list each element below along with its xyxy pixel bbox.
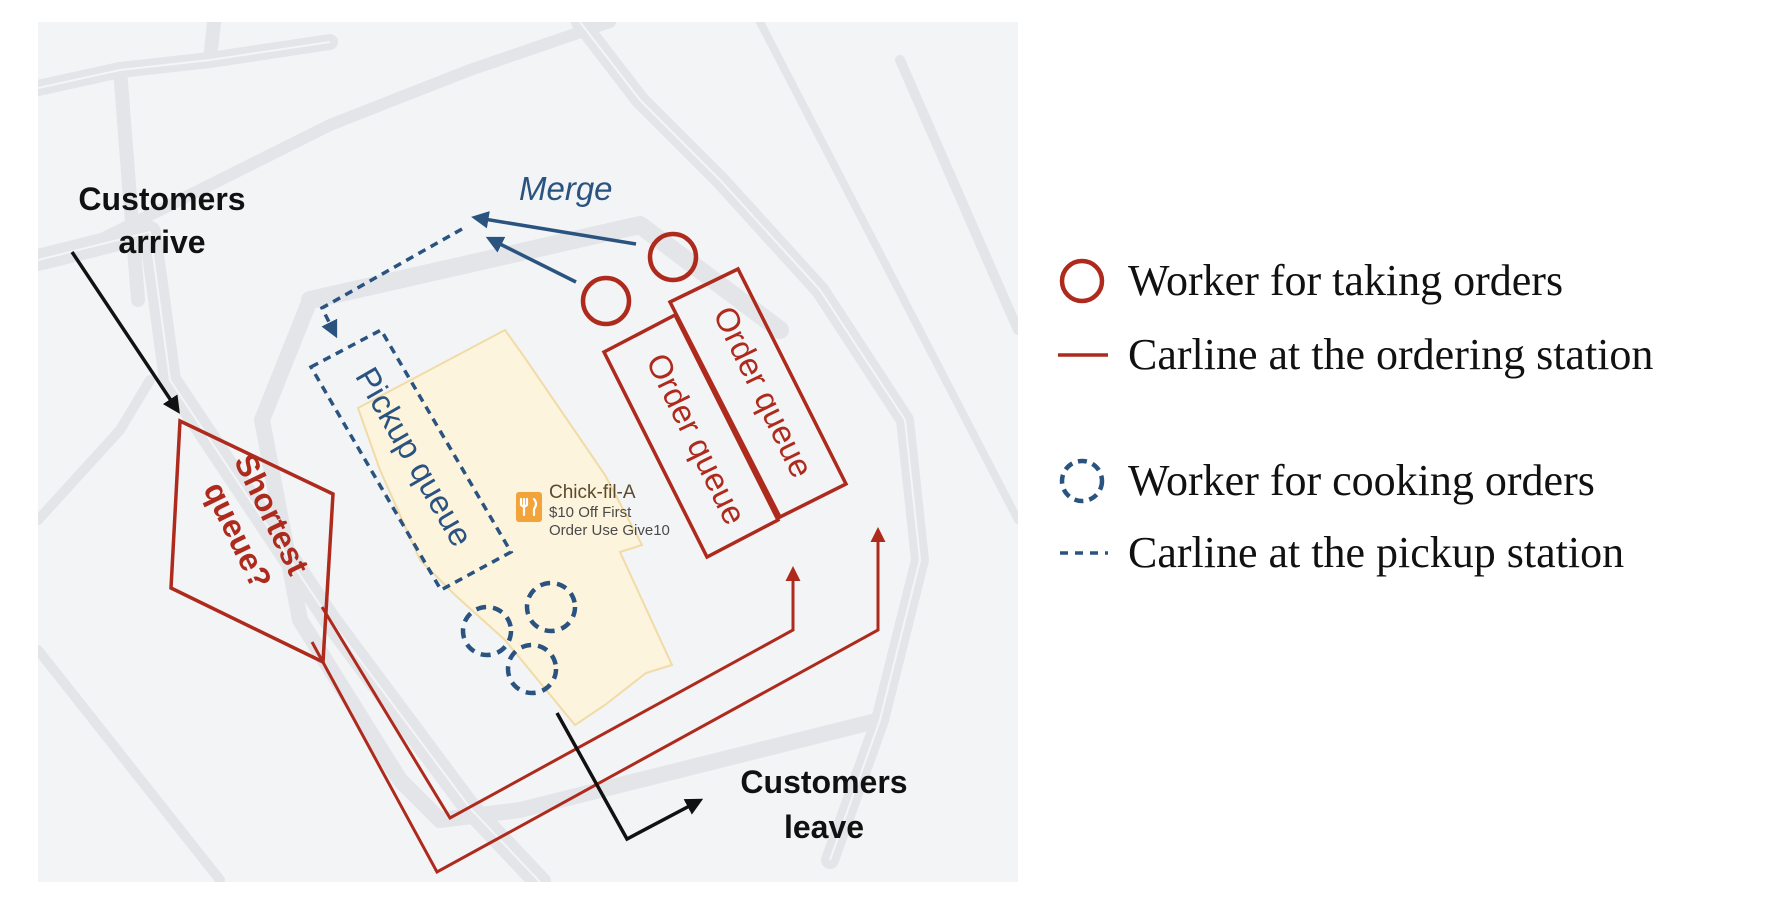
road-network xyxy=(38,22,1018,882)
leave-label-line2: leave xyxy=(784,809,864,845)
legend-item-order-carline: Carline at the ordering station xyxy=(1128,330,1653,379)
legend-item-order-worker: Worker for taking orders xyxy=(1128,256,1563,305)
legend-item-cook-worker: Worker for cooking orders xyxy=(1128,456,1595,505)
lane-to-order-queue-inner xyxy=(320,566,801,821)
map-background: Chick-fil-A $10 Off First Order Use Give… xyxy=(38,22,1018,882)
cooking-workers xyxy=(460,580,578,696)
order-queue-box-1 xyxy=(601,312,781,560)
leave-label-line1: Customers xyxy=(740,764,907,800)
promo-line-2: Order Use Give10 xyxy=(549,522,670,539)
restaurant-fork-knife-icon xyxy=(516,492,542,522)
arrive-label-line2: arrive xyxy=(118,224,205,260)
decision-diamond xyxy=(169,418,335,665)
merge-arrow-1 xyxy=(471,211,637,246)
order-worker-circle-2 xyxy=(580,275,632,327)
cook-worker-circle-2 xyxy=(524,580,578,634)
order-worker-circle-1 xyxy=(647,231,699,283)
restaurant-poi[interactable]: Chick-fil-A $10 Off First Order Use Give… xyxy=(516,482,670,539)
arrive-arrow xyxy=(70,251,180,414)
order-queue-box-2 xyxy=(667,266,849,520)
promo-line-1: $10 Off First xyxy=(549,504,632,521)
legend: Worker for taking orders Carline at the … xyxy=(1058,256,1653,577)
leave-arrow xyxy=(555,712,704,842)
lane-to-order-queue-outer xyxy=(310,527,886,875)
merge-to-pickup-path xyxy=(319,227,463,339)
legend-item-pickup-carline: Carline at the pickup station xyxy=(1128,528,1624,577)
ordering-carlines xyxy=(310,527,886,875)
legend-dashed-circle-icon xyxy=(1059,458,1105,504)
cook-worker-circle-1 xyxy=(460,604,514,658)
pickup-queue-box xyxy=(308,327,514,593)
order-workers xyxy=(580,231,699,327)
arrival-flow: Customers arrive xyxy=(70,181,246,414)
restaurant-name: Chick-fil-A xyxy=(549,482,636,503)
arrive-label-line1: Customers xyxy=(78,181,245,217)
fork-knife-glyph xyxy=(519,497,538,517)
merge-arrow-2 xyxy=(485,236,577,284)
merge-label: Merge xyxy=(519,170,613,207)
departure-flow: Customers leave xyxy=(555,712,908,845)
cook-worker-circle-3 xyxy=(505,642,559,696)
merge-flow: Merge xyxy=(319,170,637,339)
legend-solid-circle-icon xyxy=(1059,258,1105,304)
